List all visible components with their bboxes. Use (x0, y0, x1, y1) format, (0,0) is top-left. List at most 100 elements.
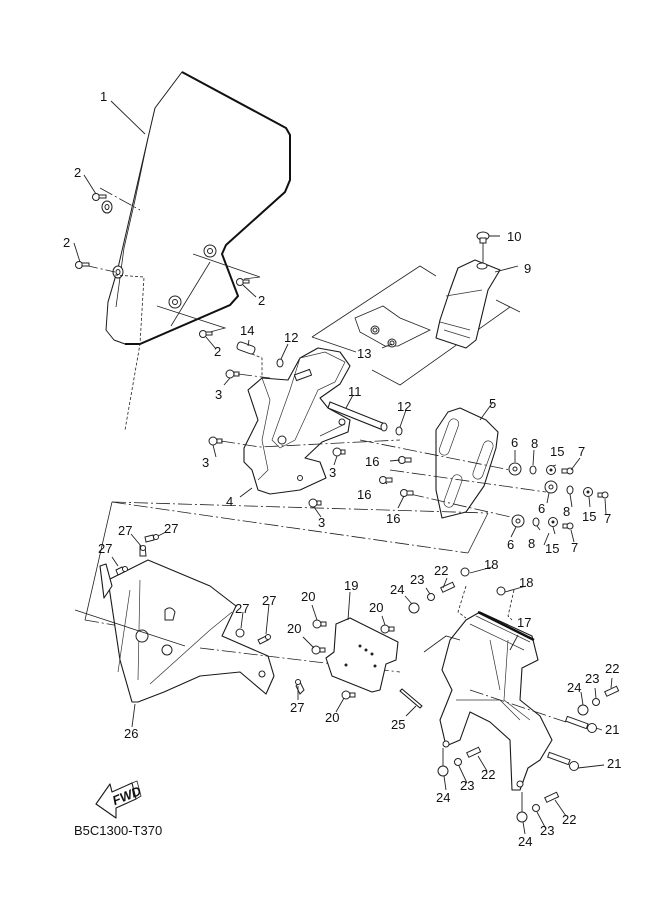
inner-panel-26[interactable] (99, 559, 275, 703)
callout-8: 8 (563, 504, 570, 519)
screw-2[interactable] (236, 278, 250, 286)
shaft-11[interactable] (327, 401, 388, 432)
rivet-27[interactable] (257, 634, 271, 645)
bolt-22[interactable] (604, 685, 620, 697)
callout-23: 23 (585, 671, 599, 686)
grommet-18[interactable] (496, 586, 506, 596)
damper-15[interactable] (583, 487, 593, 497)
callout-6: 6 (538, 501, 545, 516)
mount-line (170, 261, 211, 327)
callout-11: 11 (348, 384, 362, 399)
rivet-27[interactable] (235, 628, 245, 638)
spring-13[interactable] (370, 325, 380, 335)
bolt-16[interactable] (398, 456, 412, 464)
callout-23: 23 (410, 572, 424, 587)
bolt-20[interactable] (312, 619, 327, 629)
screw-7[interactable] (597, 491, 609, 499)
washer-12[interactable] (395, 426, 403, 436)
bolt-20[interactable] (341, 690, 356, 700)
collar-23[interactable] (592, 698, 600, 706)
mount-line (237, 373, 271, 379)
callout-18: 18 (484, 557, 498, 572)
callout-2: 2 (258, 293, 265, 308)
collar-6[interactable] (511, 514, 525, 528)
mount-line (389, 469, 547, 493)
grommet-18[interactable] (460, 567, 470, 577)
pin-25[interactable] (399, 688, 423, 709)
mount-line (74, 609, 186, 647)
callout-20: 20 (369, 600, 383, 615)
bolt-22[interactable] (544, 791, 560, 803)
callout-labels: 1 2 2 2 2 3 3 3 3 4 5 6 6 6 7 7 7 8 8 8 … (63, 89, 621, 849)
rubber-24[interactable] (577, 704, 589, 716)
callout-23: 23 (460, 778, 474, 793)
screw-2[interactable] (75, 261, 90, 269)
callout-27: 27 (98, 541, 112, 556)
collar-6[interactable] (508, 462, 522, 476)
screw-2[interactable] (199, 330, 213, 338)
bolt-21[interactable] (564, 715, 597, 733)
callout-16: 16 (357, 487, 371, 502)
callout-17: 17 (517, 615, 531, 630)
o-ring-8[interactable] (532, 517, 540, 527)
meter-bracket[interactable] (243, 347, 351, 495)
collar-23[interactable] (427, 593, 435, 601)
rivet-27[interactable] (115, 566, 128, 576)
bolt-22[interactable] (466, 746, 482, 758)
mount-plane (192, 253, 261, 280)
mount-plane (156, 305, 227, 333)
rivet-27[interactable] (295, 679, 305, 695)
bolt-3[interactable] (225, 369, 240, 379)
forward-direction-arrow: FWD (95, 780, 144, 819)
front-stay-17[interactable] (439, 610, 553, 791)
callout-20: 20 (287, 621, 301, 636)
callout-10: 10 (507, 229, 521, 244)
callout-27: 27 (262, 593, 276, 608)
screw-7[interactable] (562, 522, 574, 530)
rubber-24[interactable] (408, 602, 420, 614)
mount-line (359, 439, 511, 471)
callout-16: 16 (365, 454, 379, 469)
bolt-21[interactable] (546, 751, 579, 771)
rivet-27[interactable] (139, 545, 147, 557)
screw-2[interactable] (92, 193, 107, 201)
bolt-16[interactable] (379, 476, 393, 484)
spring-plane (354, 305, 431, 347)
callout-12: 12 (284, 330, 298, 345)
damper-15[interactable] (546, 465, 556, 475)
callout-3: 3 (215, 387, 222, 402)
rubber-24[interactable] (516, 811, 528, 823)
windshield-grommet (168, 295, 182, 309)
washer-12[interactable] (276, 358, 284, 368)
callout-15: 15 (550, 444, 564, 459)
stay-plate-19[interactable] (325, 617, 399, 693)
screw-7[interactable] (561, 467, 574, 475)
bolt-3[interactable] (208, 436, 223, 446)
frame-line (111, 501, 469, 554)
collar-6[interactable] (544, 480, 558, 494)
callout-1: 1 (100, 89, 107, 104)
spring-13[interactable] (387, 338, 397, 348)
collar-14[interactable] (236, 341, 256, 355)
lever-unit-9[interactable] (435, 259, 501, 349)
bolt-16[interactable] (400, 489, 414, 497)
collar-23[interactable] (532, 804, 540, 812)
callout-2: 2 (74, 165, 81, 180)
mount-line (99, 187, 141, 211)
assembly-plane (311, 299, 521, 353)
rubber-24[interactable] (437, 765, 449, 777)
o-ring-8[interactable] (566, 485, 574, 495)
o-ring-8[interactable] (529, 465, 537, 475)
bolt-3[interactable] (332, 447, 346, 457)
bolt-22[interactable] (440, 581, 456, 593)
bolt-20[interactable] (380, 624, 395, 634)
knob-10[interactable] (476, 231, 490, 244)
callout-8: 8 (528, 536, 535, 551)
callout-3: 3 (318, 515, 325, 530)
bolt-3[interactable] (308, 498, 322, 508)
rivet-27[interactable] (144, 534, 159, 543)
bolt-20[interactable] (311, 645, 326, 655)
bracket-5[interactable] (435, 407, 499, 519)
damper-15[interactable] (548, 517, 558, 527)
collar-23[interactable] (454, 758, 462, 766)
